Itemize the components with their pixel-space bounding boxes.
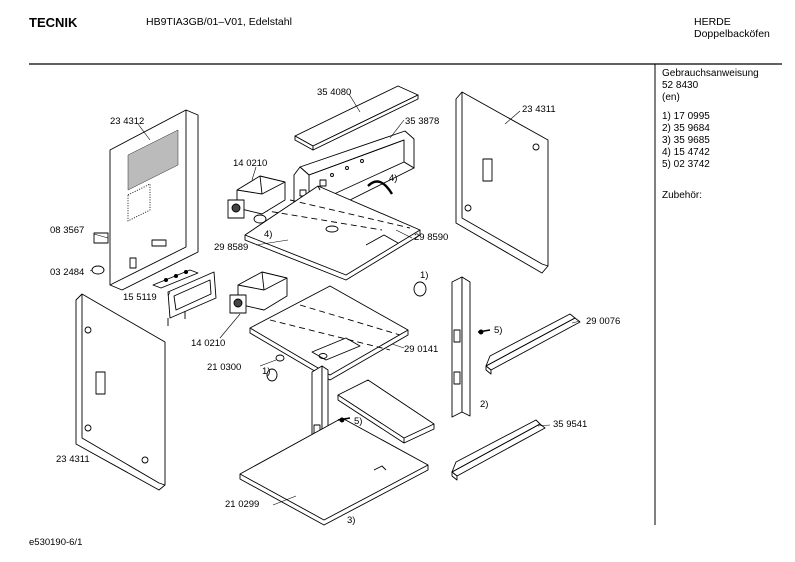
frame-bracket [167,271,217,326]
manual-title: Gebrauchsanweisung [662,68,759,79]
part-label: 14 0210 [233,158,268,169]
reference-item: 4) 15 4742 [662,147,710,158]
part-label: 03 2484 [50,267,85,278]
category-line-1: HERDE [694,16,731,28]
callout-label: 1) [262,366,271,377]
model-title: HB9TIA3GB/01–V01, Edelstahl [146,16,292,28]
part-label: 21 0300 [207,362,242,373]
side-panel-right [455,91,549,274]
manual-number: 52 8430 [662,80,699,91]
callout-label: 1) [420,270,429,281]
grommet [275,354,285,362]
screw [337,417,351,423]
part-label: 23 4311 [56,454,90,465]
reference-item: 2) 35 9684 [662,123,710,134]
part-label: 29 0076 [586,316,621,327]
part-label: 08 3567 [50,225,85,236]
reference-item: 1) 17 0995 [662,111,710,122]
part-label: 29 8590 [414,232,449,243]
screw [477,329,491,335]
callout-label: 4) [264,229,273,240]
part-label: 29 0141 [404,344,439,355]
brand-logo: TECNIK [29,15,78,30]
handle-upper [367,180,394,195]
part-label: 35 3878 [405,116,440,127]
part-label: 21 0299 [225,499,260,510]
grommet [413,281,427,297]
part-label: 35 4080 [317,87,352,98]
grommet [266,368,278,382]
trim-rail-upper [485,313,581,375]
callout-label: 3) [347,515,356,526]
lower-tray-plate [249,285,409,381]
part-label: 29 8589 [214,242,249,253]
door-panel [109,109,199,291]
fan-motor-lower [229,271,288,314]
switch-bar [152,269,199,289]
drawer-tray [337,379,435,444]
top-cover-plate [294,85,419,151]
reference-item: 5) 02 3742 [662,159,710,170]
callout-label: 2) [480,399,489,410]
bottom-plate [239,417,429,526]
manual-language: (en) [662,92,680,103]
callout-label: 4) [389,173,398,184]
accessories-label: Zubehör: [662,190,703,201]
part-label: 23 4312 [110,116,145,127]
fan-motor-upper [227,175,286,224]
callout-label: 5) [354,416,363,427]
part-label: 14 0210 [191,338,226,349]
callout-label: 5) [494,325,503,336]
vertical-rail-rear [451,276,471,418]
drawing-id: e530190-6/1 [29,537,83,548]
part-label: 23 4311 [522,104,556,115]
knob [91,265,105,275]
part-label: 15 5119 [123,292,157,303]
side-panel-left [75,293,166,491]
leader-lines [89,93,581,506]
part-label: 35 9541 [553,419,588,430]
middle-tray-plate [244,185,421,281]
trim-rail-lower [451,419,546,481]
reference-item: 3) 35 9685 [662,135,710,146]
category-line-2: Doppelbacköfen [694,28,770,40]
